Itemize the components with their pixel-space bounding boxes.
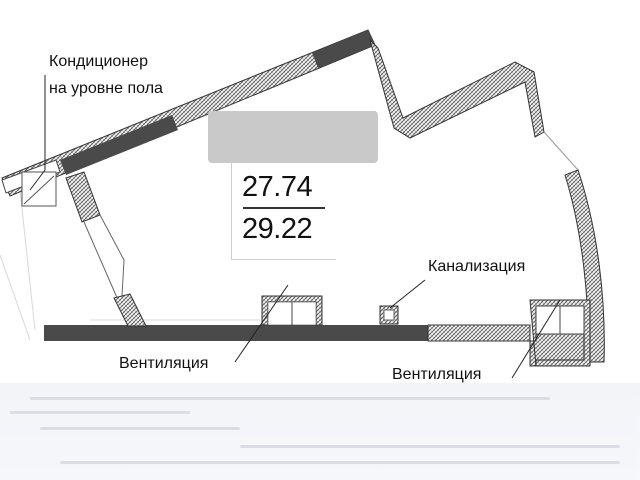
leader-lines <box>29 75 561 379</box>
wall-left-inner <box>65 171 101 223</box>
wall-solid-segment-1 <box>60 115 178 175</box>
living-area-value: 27.74 <box>242 171 313 203</box>
wall-right-curved <box>564 169 605 363</box>
label-ventilation-left: Вентиляция <box>119 355 209 372</box>
total-area-value: 29.22 <box>242 213 313 245</box>
wall-right-zigzag <box>369 38 545 139</box>
unit-number-blurred <box>208 111 378 163</box>
wall-bottom-hatched <box>427 324 531 342</box>
background-lines <box>0 189 260 341</box>
area-frame <box>231 163 336 260</box>
wall-left-lower <box>113 293 147 327</box>
label-ac-line1: Кондиционер <box>49 53 148 70</box>
area-divider <box>243 207 325 209</box>
label-ventilation-right: Вентиляция <box>392 366 482 383</box>
label-ac-line2: на уровне пола <box>49 80 163 97</box>
wall-solid-segment-2 <box>312 30 375 68</box>
wall-bottom-solid <box>44 325 430 341</box>
label-sewer: Канализация <box>428 258 526 275</box>
blurred-footnote <box>0 383 640 480</box>
door-swing <box>543 131 579 171</box>
